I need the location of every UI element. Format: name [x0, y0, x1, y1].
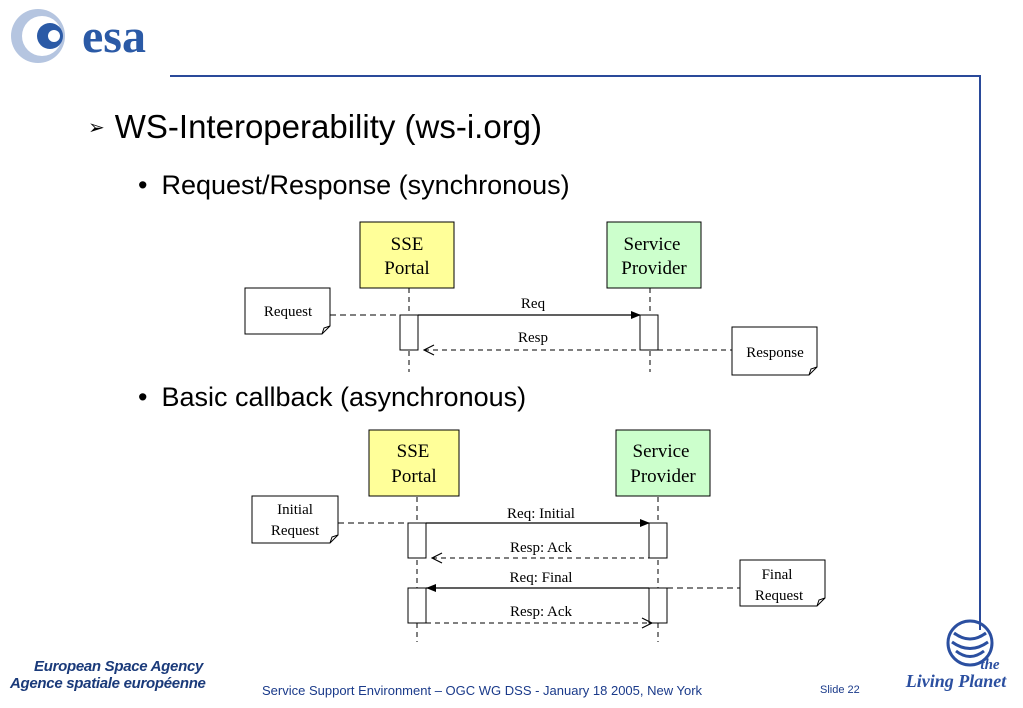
sync-resp-label: Resp	[518, 330, 548, 346]
svg-text:Request: Request	[271, 523, 320, 539]
async-provider-activation-2	[648, 587, 668, 624]
arrow-bullet-icon: ➢	[88, 117, 105, 139]
svg-text:Service: Service	[633, 441, 690, 462]
agency-name-fr: Agence spatiale européenne	[10, 675, 206, 692]
async-portal-activation-2	[407, 587, 427, 624]
async-req-final-label: Req: Final	[510, 570, 573, 586]
bullet-async-text: Basic callback (asynchronous)	[161, 382, 527, 412]
svg-text:Portal: Portal	[391, 466, 436, 487]
main-heading: ➢ WS-Interoperability (ws-i.org)	[88, 108, 542, 146]
slide-number: Slide 22	[820, 684, 860, 696]
sync-portal-activation	[399, 314, 419, 351]
async-resp-ack-1-label: Resp: Ack	[510, 540, 573, 556]
svg-text:Living Planet: Living Planet	[905, 671, 1007, 691]
sync-response-note: Response	[731, 326, 818, 376]
svg-text:Initial: Initial	[277, 502, 313, 518]
bullet-dot-icon: •	[138, 170, 148, 200]
async-resp-ack-2-label: Resp: Ack	[510, 604, 573, 620]
svg-text:Service: Service	[624, 234, 681, 255]
async-initial-request-note: Initial Request	[251, 495, 339, 544]
svg-text:Provider: Provider	[630, 466, 696, 487]
async-provider-activation-1	[648, 522, 668, 559]
sync-sse-portal-box: SSE Portal	[359, 221, 455, 289]
esa-logo-text: esa	[82, 10, 146, 63]
main-heading-text: WS-Interoperability (ws-i.org)	[114, 108, 543, 145]
footer-text: Service Support Environment – OGC WG DSS…	[262, 683, 703, 698]
agency-name-en: European Space Agency	[34, 658, 204, 675]
async-sse-portal-box: SSE Portal	[368, 429, 460, 497]
svg-text:Portal: Portal	[384, 258, 429, 279]
svg-text:SSE: SSE	[397, 441, 430, 462]
bullet-sync: • Request/Response (synchronous)	[138, 170, 570, 201]
async-final-request-note: Final Request	[739, 559, 826, 607]
svg-text:the: the	[980, 657, 1000, 673]
svg-text:Request: Request	[264, 304, 313, 320]
svg-text:SSE: SSE	[391, 234, 424, 255]
esa-logo: esa	[11, 9, 146, 63]
bullet-sync-text: Request/Response (synchronous)	[161, 170, 570, 200]
async-service-provider-box: Service Provider	[615, 429, 711, 497]
svg-text:Response: Response	[746, 345, 804, 361]
sync-request-note: Request	[244, 287, 331, 335]
bullet-dot-icon: •	[138, 382, 148, 412]
async-portal-activation-1	[407, 522, 427, 559]
svg-text:Final: Final	[762, 567, 793, 583]
svg-text:Provider: Provider	[621, 258, 687, 279]
bullet-async: • Basic callback (asynchronous)	[138, 382, 526, 413]
async-req-initial-label: Req: Initial	[507, 506, 575, 522]
living-planet-logo: the Living Planet	[905, 619, 1007, 691]
svg-text:Request: Request	[755, 588, 804, 604]
sync-req-label: Req	[521, 296, 546, 312]
sync-service-provider-box: Service Provider	[606, 221, 702, 289]
